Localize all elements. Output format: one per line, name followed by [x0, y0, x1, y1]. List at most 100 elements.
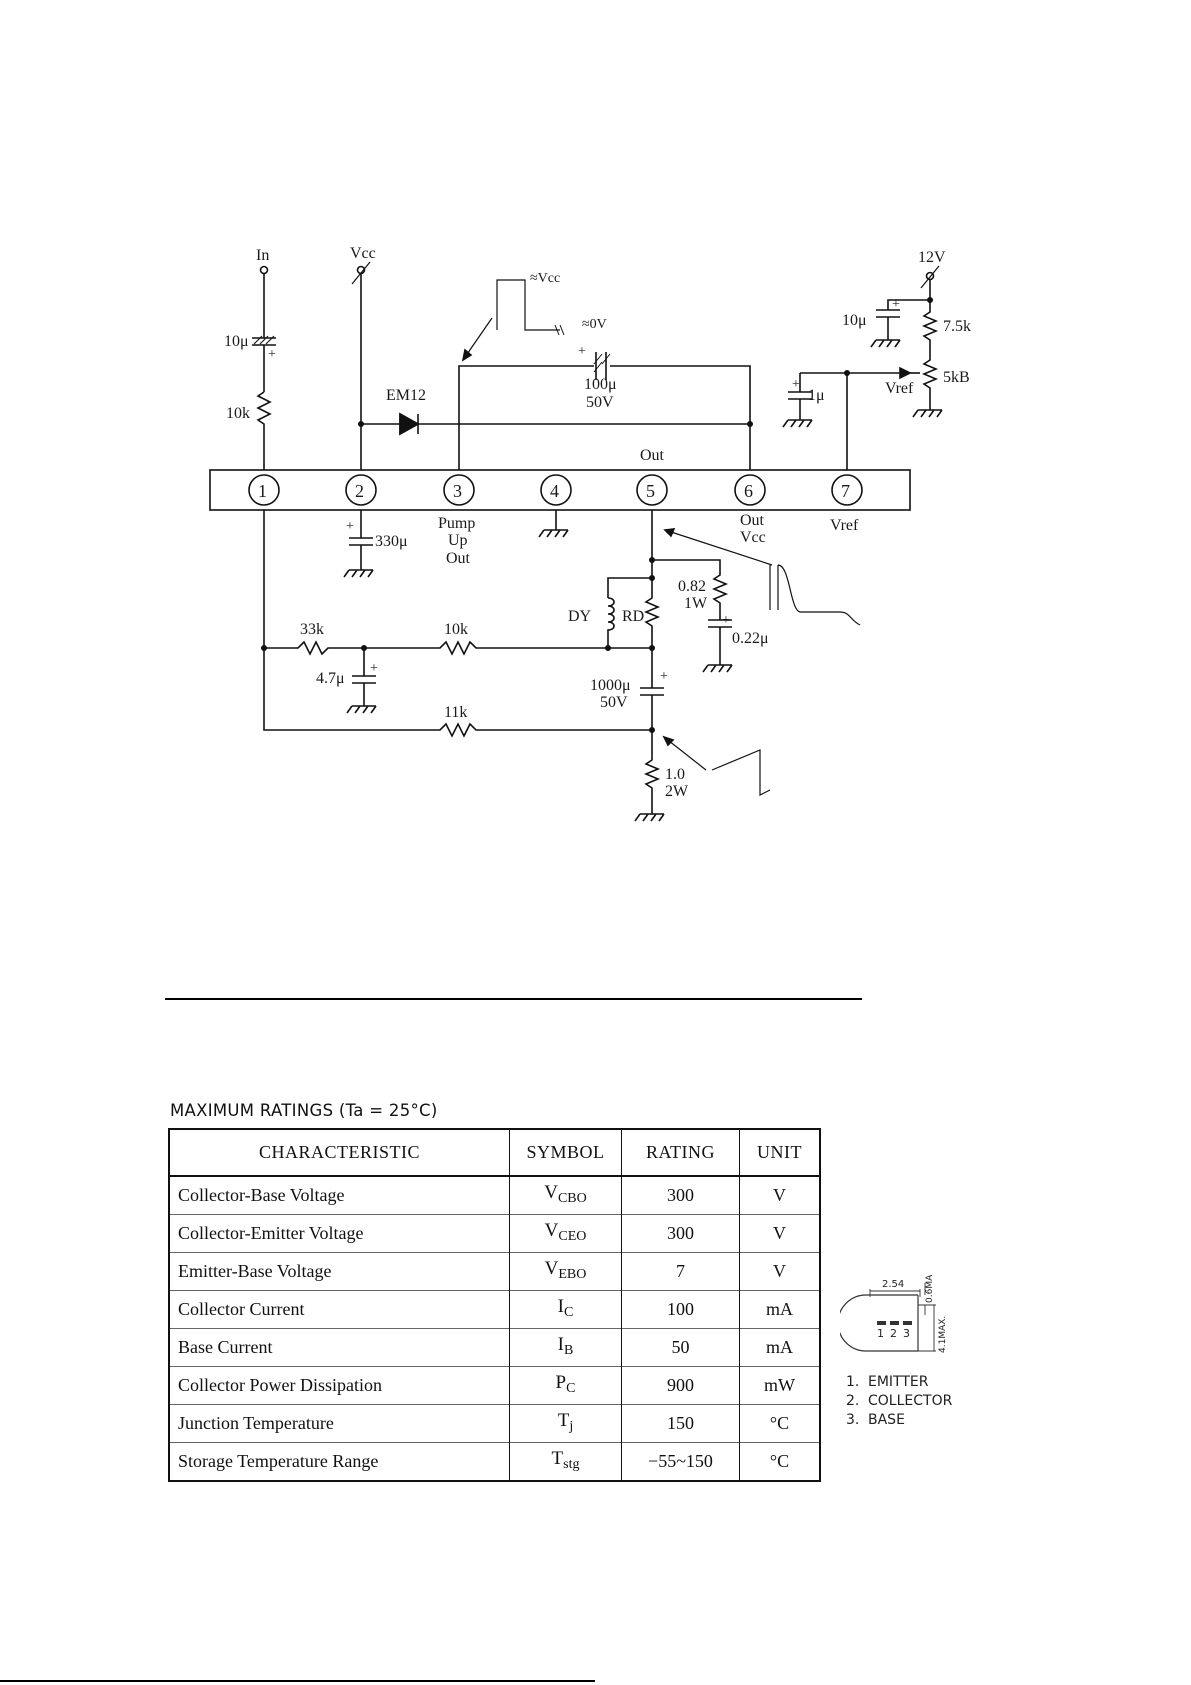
table-row: Collector-Base Voltage VCBO 300 V — [168, 1176, 820, 1215]
pin-6-circle — [734, 474, 766, 506]
r-in-label: 10k — [226, 405, 250, 422]
pin-2-circle — [345, 474, 377, 506]
row-rating: 100 — [621, 1290, 740, 1329]
pin-3-func-3: Out — [446, 550, 471, 567]
pin-assignment-list: 1.EMITTER 2.COLLECTOR 3.BASE — [846, 1373, 952, 1430]
row-symbol: VCBO — [509, 1176, 622, 1215]
pin-5-circle — [636, 474, 668, 506]
damping-label: RD — [622, 608, 644, 625]
ratings-title: MAXIMUM RATINGS (Ta = 25°C) — [170, 1101, 438, 1120]
row-characteristic: Collector Current — [168, 1290, 510, 1329]
table-row: Collector Current IC 100 mA — [168, 1290, 820, 1329]
svg-text:+: + — [268, 347, 276, 362]
application-circuit-diagram: 1 2 3 4 5 6 7 In Vcc 12V EM12 ≈Vcc ≈0V 1… — [209, 245, 971, 822]
pin-7-circle — [831, 474, 863, 506]
row-characteristic: Junction Temperature — [168, 1404, 510, 1443]
c-fb-label: 4.7μ — [316, 670, 345, 687]
header-characteristic: CHARACTERISTIC — [168, 1129, 510, 1177]
row-unit: °C — [739, 1442, 820, 1481]
c-pump-value: 100μ — [584, 376, 617, 393]
svg-text:+: + — [578, 344, 586, 359]
r-snub-power: 1W — [684, 595, 708, 612]
row-symbol: Tj — [509, 1404, 622, 1443]
pin-7-label: 7 — [841, 481, 850, 501]
pkg-pin-2: 2 — [890, 1327, 897, 1340]
pitch-dimension: 2.54 — [882, 1279, 904, 1290]
row-rating: 50 — [621, 1328, 740, 1367]
dimension-a: 0.6MAX. — [925, 1275, 935, 1303]
c-ref-label: 1μ — [808, 387, 825, 404]
pin-7-func: Vref — [830, 517, 859, 534]
pin-4-label: 4 — [550, 481, 559, 501]
row-symbol: VCEO — [509, 1214, 622, 1253]
row-rating: 300 — [621, 1176, 740, 1215]
svg-text:+: + — [346, 519, 354, 534]
c-vcc-label: 330μ — [375, 533, 408, 550]
ic-block — [209, 469, 911, 511]
row-rating: 7 — [621, 1252, 740, 1291]
junction-dot — [747, 421, 753, 427]
junction-dot — [649, 557, 655, 563]
row-unit: V — [739, 1214, 820, 1253]
input-terminal — [259, 265, 269, 275]
header-rating: RATING — [621, 1129, 740, 1177]
table-row: Emitter-Base Voltage VEBO 7 V — [168, 1252, 820, 1291]
package-outline-drawing: 2.54 1 2 3 0.6MAX. 4.1MAX. — [840, 1275, 948, 1353]
row-rating: 900 — [621, 1366, 740, 1405]
row-unit: V — [739, 1252, 820, 1291]
junction-dot — [927, 297, 933, 303]
header-unit: UNIT — [739, 1129, 820, 1177]
row-rating: −55~150 — [621, 1442, 740, 1481]
row-symbol: IC — [509, 1290, 622, 1329]
svg-text:+: + — [660, 669, 668, 684]
yoke-label: DY — [568, 608, 592, 625]
row-characteristic: Collector Power Dissipation — [168, 1366, 510, 1405]
row-unit: mW — [739, 1366, 820, 1405]
dimension-b: 4.1MAX. — [938, 1316, 948, 1353]
row-characteristic: Collector-Base Voltage — [168, 1176, 510, 1215]
pot-ref-label: 5kB — [943, 369, 970, 386]
junction-dot — [261, 645, 267, 651]
table-row: Collector Power Dissipation PC 900 mW — [168, 1366, 820, 1405]
list-item: 3.BASE — [846, 1412, 905, 1428]
r-ref-top-label: 7.5k — [943, 318, 971, 335]
pkg-pin-3: 3 — [903, 1327, 910, 1340]
pulse-low-label: ≈0V — [582, 317, 607, 332]
table-row: Collector-Emitter Voltage VCEO 300 V — [168, 1214, 820, 1253]
junction-dot — [649, 727, 655, 733]
row-rating: 300 — [621, 1214, 740, 1253]
pin-1-label: 1 — [258, 481, 267, 501]
list-item: 2.COLLECTOR — [846, 1393, 953, 1409]
row-unit: °C — [739, 1404, 820, 1443]
pin-3-func-1: Pump — [438, 515, 475, 532]
r-sense-power: 2W — [665, 783, 689, 800]
r-fb3-label: 11k — [444, 704, 467, 721]
svg-text:+: + — [722, 613, 730, 628]
section-divider — [165, 998, 862, 1000]
pulse-high-label: ≈Vcc — [530, 271, 560, 286]
table-row: Storage Temperature Range Tstg −55~150 °… — [168, 1442, 820, 1481]
r-fb1-label: 33k — [300, 621, 324, 638]
row-unit: mA — [739, 1290, 820, 1329]
supply-label: 12V — [918, 249, 946, 266]
pin-6-label: 6 — [744, 481, 753, 501]
footer-rule — [0, 1680, 595, 1682]
c-out-value: 1000μ — [590, 677, 631, 694]
pin-3-func-2: Up — [448, 532, 468, 549]
row-symbol: PC — [509, 1366, 622, 1405]
pin-2-label: 2 — [355, 481, 364, 501]
pin-5-func: Out — [640, 447, 665, 464]
junction-dot — [358, 421, 364, 427]
row-unit: V — [739, 1176, 820, 1215]
row-characteristic: Collector-Emitter Voltage — [168, 1214, 510, 1253]
pin-5-label: 5 — [646, 481, 655, 501]
input-label: In — [256, 247, 269, 264]
c-snub-label: 0.22μ — [732, 630, 769, 647]
row-unit: mA — [739, 1328, 820, 1367]
vref-node-label: Vref — [885, 380, 914, 397]
row-rating: 150 — [621, 1404, 740, 1443]
c-ref-top-label: 10μ — [842, 312, 867, 329]
row-characteristic: Storage Temperature Range — [168, 1442, 510, 1481]
r-fb2-label: 10k — [444, 621, 468, 638]
table-row: Base Current IB 50 mA — [168, 1328, 820, 1367]
